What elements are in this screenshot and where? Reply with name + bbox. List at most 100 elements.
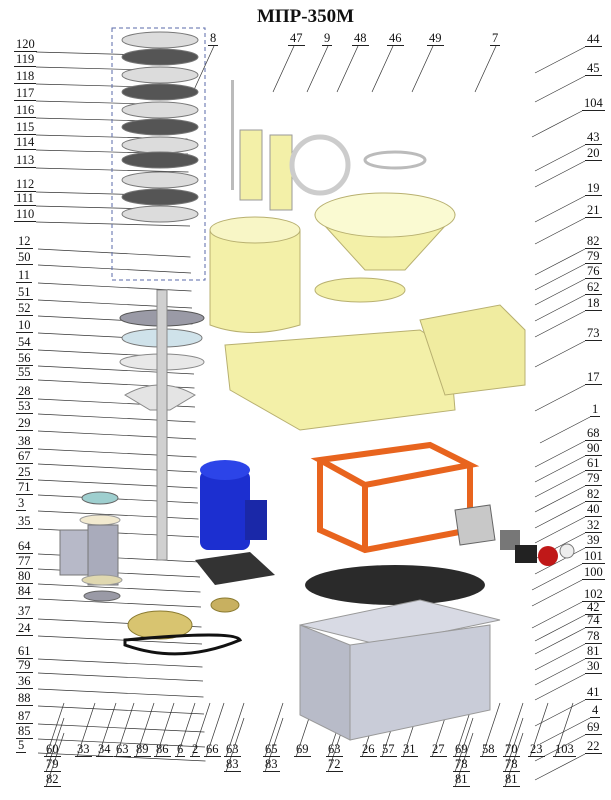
part-label: 90 — [585, 441, 602, 456]
leader-line — [37, 365, 195, 375]
part-label: 3 — [16, 496, 27, 511]
motor-plate — [195, 552, 275, 585]
cutting-disk — [121, 188, 199, 206]
part-label: 50 — [16, 250, 33, 265]
part-label: 111 — [14, 191, 36, 206]
leader-line — [534, 699, 586, 727]
part-label: 117 — [14, 86, 37, 101]
part-label: 6 — [175, 742, 186, 757]
leader-line — [37, 430, 197, 440]
part-label: 48 — [352, 31, 369, 46]
leader-line — [37, 583, 201, 593]
part-label: 61 — [16, 644, 33, 659]
part-label: 34 — [96, 742, 113, 757]
part-label: 7 — [490, 31, 501, 46]
cutting-disk-stack — [121, 31, 199, 223]
lower-tray — [299, 599, 501, 741]
small-pulley — [210, 597, 240, 613]
leader-line — [37, 463, 198, 473]
grid-plate — [363, 150, 427, 170]
part-label: 46 — [387, 31, 404, 46]
leader-line — [37, 510, 199, 520]
leader-line — [481, 702, 501, 758]
electric-motor — [200, 460, 267, 550]
leader-line — [37, 688, 204, 698]
cutting-disk — [121, 171, 199, 189]
leader-line — [115, 702, 135, 758]
leader-line — [534, 217, 586, 245]
leader-line — [35, 221, 191, 227]
leader-line — [534, 516, 586, 544]
feeder-housing — [209, 216, 301, 333]
leader-line — [37, 598, 202, 608]
leader-line — [534, 455, 586, 483]
part-label: 86 — [154, 742, 171, 757]
part-label: 51 — [16, 285, 33, 300]
leader-line — [37, 264, 192, 274]
part-label: 80 — [16, 569, 33, 584]
leader-line — [45, 717, 65, 773]
leader-line — [534, 658, 586, 686]
leader-line — [37, 282, 192, 292]
part-label: 69 — [453, 742, 470, 757]
part-label: 79 — [585, 249, 602, 264]
leader-line — [37, 705, 205, 715]
part-label: 66 — [204, 742, 221, 757]
leader-line — [534, 46, 586, 74]
part-label: 68 — [585, 426, 602, 441]
part-label: 88 — [16, 691, 33, 706]
leader-line — [534, 384, 586, 412]
leader-line — [37, 752, 206, 762]
part-label: 5 — [16, 738, 27, 753]
cutting-disk — [121, 136, 199, 154]
part-label: 101 — [582, 549, 605, 564]
part-label: 30 — [585, 659, 602, 674]
part-label: 58 — [480, 742, 497, 757]
leader-line — [97, 702, 117, 758]
leader-line — [534, 263, 586, 291]
leader-line — [531, 579, 583, 607]
part-label: 81 — [585, 644, 602, 659]
part-label: 39 — [585, 533, 602, 548]
leader-line — [534, 248, 586, 276]
part-label: 115 — [14, 120, 37, 135]
leader-line — [37, 672, 204, 682]
leader-line — [411, 45, 434, 93]
part-label: 27 — [430, 742, 447, 757]
part-label: 52 — [16, 301, 33, 316]
part-label: 9 — [322, 31, 333, 46]
part-label: 63 — [114, 742, 131, 757]
hopper — [314, 192, 456, 303]
leader-line — [531, 110, 583, 138]
leader-line — [37, 723, 205, 733]
leader-line — [534, 144, 586, 172]
leader-line — [534, 485, 586, 513]
leader-line — [371, 45, 394, 93]
part-label: 55 — [16, 365, 33, 380]
part-label: 20 — [585, 146, 602, 161]
leader-line — [531, 563, 583, 591]
part-label: 114 — [14, 135, 37, 150]
leader-line — [37, 658, 203, 668]
part-label: 65 — [263, 742, 280, 757]
leader-line — [225, 702, 245, 758]
control-panel — [454, 504, 575, 566]
part-label: 74 — [585, 613, 602, 628]
leader-line — [534, 294, 586, 322]
part-label: 2 — [190, 742, 201, 757]
part-label: 22 — [585, 739, 602, 754]
part-label: 35 — [16, 514, 33, 529]
leader-line — [534, 340, 586, 368]
part-label: 36 — [16, 674, 33, 689]
part-label: 79 — [44, 757, 61, 772]
part-label: 38 — [16, 434, 33, 449]
leader-line — [529, 702, 549, 758]
drive-belt — [123, 633, 243, 656]
part-label: 31 — [401, 742, 418, 757]
part-label: 21 — [585, 203, 602, 218]
part-label: 32 — [585, 518, 602, 533]
leader-line — [534, 278, 586, 306]
leader-line — [272, 45, 295, 93]
diagram-title: МПР-350М — [256, 6, 355, 27]
part-label: 120 — [14, 37, 37, 52]
